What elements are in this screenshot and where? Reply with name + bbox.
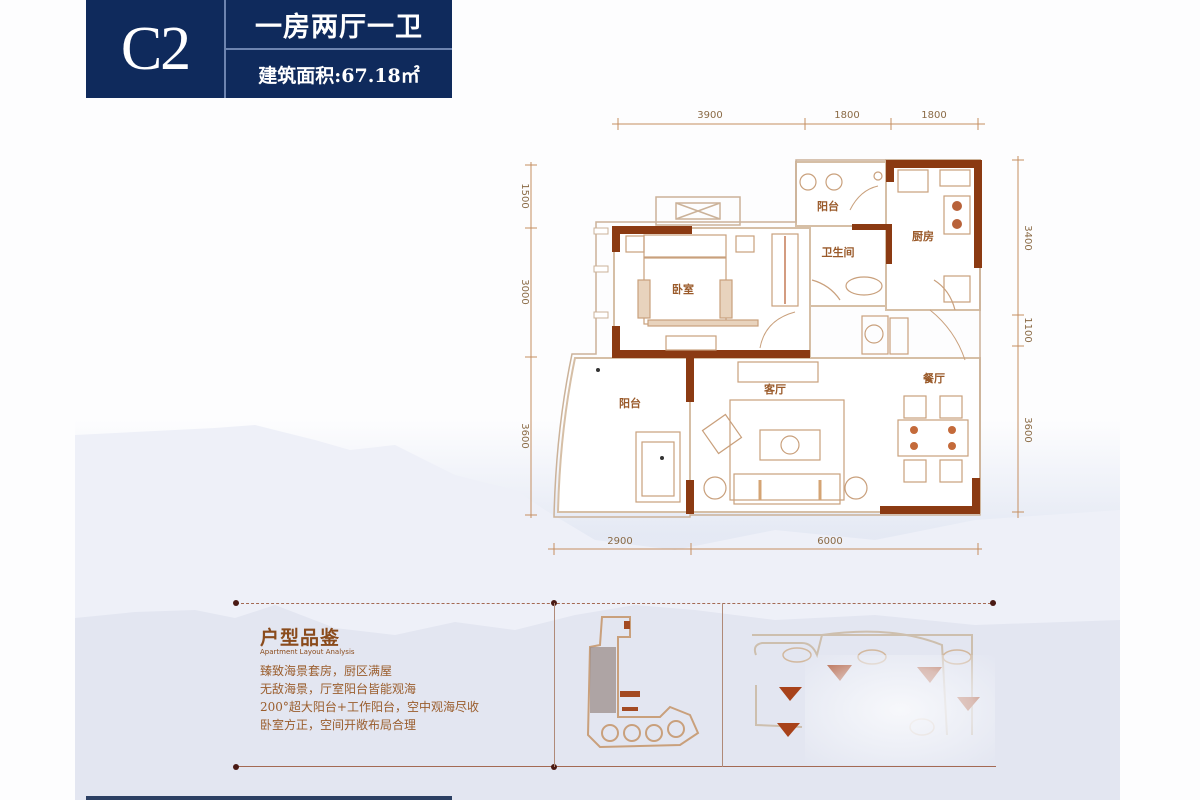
dimension-right [1012, 156, 1024, 518]
dimension-left [525, 162, 537, 518]
unit-type: 一房两厅一卫 [226, 0, 452, 50]
dim-left-2: 3000 [519, 279, 530, 304]
dimension-top [612, 118, 985, 130]
rule-dot [990, 600, 996, 606]
analysis-line: 臻致海景套房，厨区满屋 [260, 664, 393, 678]
dim-left-1: 1500 [519, 183, 530, 208]
unit-code: C2 [86, 0, 226, 98]
room-label-kitchen: 厨房 [912, 229, 934, 243]
rule-dot [551, 764, 557, 770]
analysis-line: 200°超大阳台+工作阳台，空中观海尽收 [260, 700, 479, 714]
unit-area: 建筑面积:67.18㎡ [258, 64, 420, 87]
dim-right-1: 3400 [1022, 225, 1033, 250]
rule-dot [233, 764, 239, 770]
analysis-description: 臻致海景套房，厨区满屋 无敌海景，厅室阳台皆能观海 200°超大阳台+工作阳台，… [260, 662, 479, 734]
room-label-dining-room: 餐厅 [922, 371, 945, 385]
room-label-bedroom: 卧室 [672, 282, 694, 296]
dim-right-2: 1100 [1022, 317, 1033, 342]
building-key-plan [586, 616, 700, 749]
panel-bottom-rule [236, 766, 996, 767]
room-label-living-room: 客厅 [763, 382, 786, 396]
panel-top-rule [236, 603, 996, 604]
panel-divider [722, 603, 723, 767]
room-label-bathroom: 卫生间 [822, 245, 855, 259]
fog-overlay [805, 655, 995, 765]
analysis-line: 卧室方正，空间开敞布局合理 [260, 718, 417, 732]
analysis-subtitle: Apartment Layout Analysis [260, 648, 355, 656]
layout-analysis-panel: 户型品鉴 Apartment Layout Analysis 臻致海景套房，厨区… [233, 600, 996, 770]
unit-title-block: C2 一房两厅一卫 建筑面积:67.18㎡ [86, 0, 452, 98]
panel-divider [554, 603, 555, 767]
rule-dot [233, 600, 239, 606]
dim-top-2: 1800 [834, 110, 859, 121]
analysis-title: 户型品鉴 [260, 627, 341, 649]
dim-top-1: 3900 [697, 110, 722, 121]
dimension-bottom [548, 543, 982, 555]
analysis-line: 无敌海景，厅室阳台皆能观海 [260, 682, 417, 696]
floor-plan: 3900 1800 1800 2900 6000 1500 3000 3600 … [519, 110, 1033, 555]
dim-top-3: 1800 [921, 110, 946, 121]
dim-right-3: 3600 [1022, 417, 1033, 442]
room-label-service-balcony: 阳台 [817, 199, 839, 213]
dim-bottom-2: 6000 [817, 536, 842, 547]
room-label-balcony: 阳台 [619, 396, 641, 410]
dim-left-3: 3600 [519, 423, 530, 448]
bottom-accent-strip [86, 796, 452, 800]
dim-bottom-1: 2900 [607, 536, 632, 547]
